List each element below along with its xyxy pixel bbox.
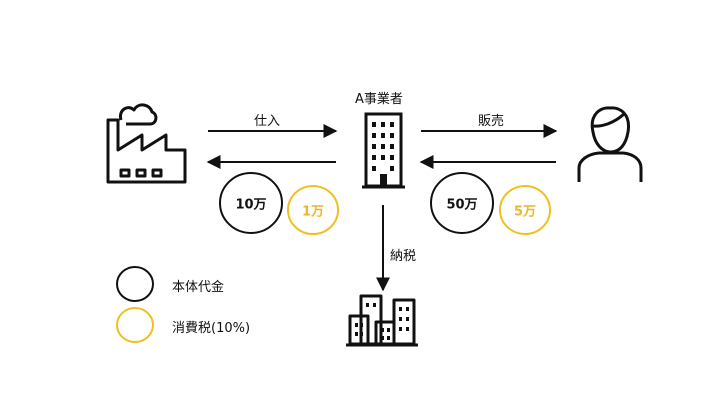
tax-office-buildings-icon bbox=[346, 294, 418, 347]
tax-payment-label: 納税 bbox=[390, 249, 417, 264]
tax-office-windows bbox=[355, 303, 409, 340]
purchase-tax-value: 1万 bbox=[301, 204, 325, 220]
purchase-price-value: 10万 bbox=[235, 197, 267, 213]
company-label: A事業者 bbox=[355, 92, 403, 107]
legend-body-price-circle bbox=[116, 266, 154, 302]
sale-tax-circle bbox=[499, 185, 551, 235]
sale-price-circle bbox=[430, 172, 494, 234]
office-building-icon bbox=[362, 112, 405, 189]
sale-tax-value: 5万 bbox=[513, 204, 537, 220]
legend-consumption-tax-label: 消費税(10%) bbox=[172, 321, 251, 336]
purchase-tax-circle bbox=[287, 185, 339, 235]
person-icon bbox=[577, 106, 643, 182]
sale-label: 販売 bbox=[478, 114, 505, 129]
legend-consumption-tax-circle bbox=[116, 307, 154, 343]
sale-price-value: 50万 bbox=[446, 197, 478, 213]
purchase-label: 仕入 bbox=[254, 114, 281, 129]
legend-body-price-label: 本体代金 bbox=[172, 280, 225, 295]
purchase-price-circle bbox=[219, 172, 283, 234]
factory-icon bbox=[106, 103, 187, 184]
